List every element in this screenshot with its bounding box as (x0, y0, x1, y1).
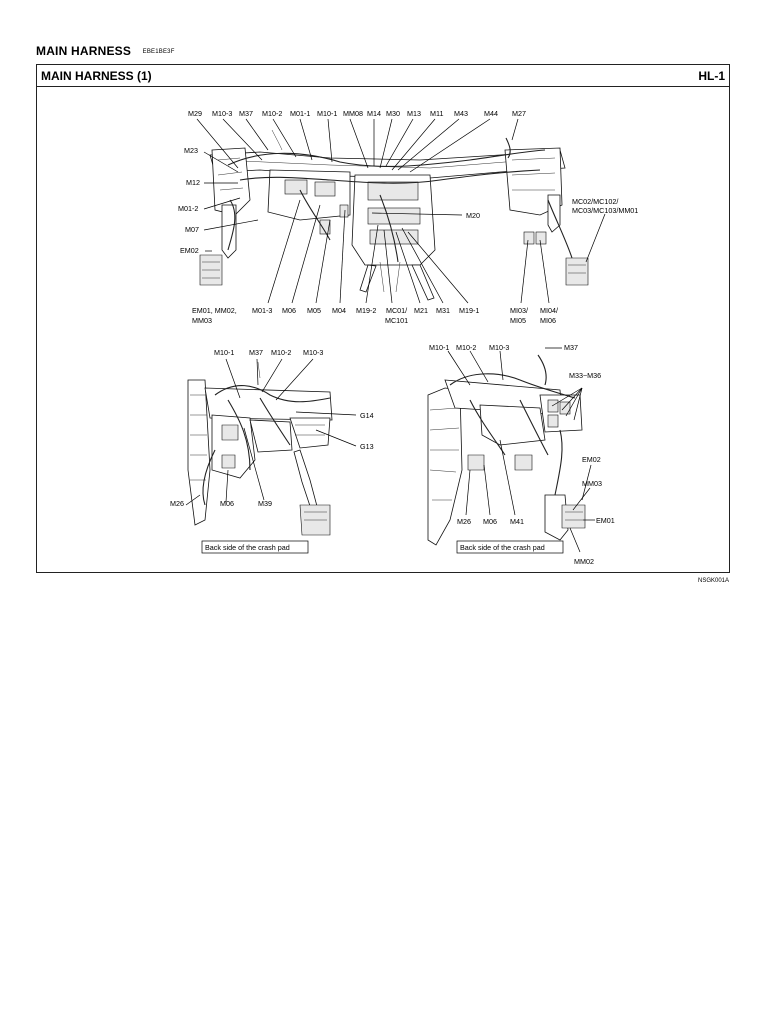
bottom-right-illustration (427, 354, 586, 546)
panel-section-code: HL-1 (698, 69, 725, 83)
caption-box-right (456, 540, 564, 554)
label-m12: M12 (186, 178, 200, 187)
label-mi06: MI06 (540, 316, 556, 325)
label-em01-mm02: EM01, MM02, (192, 306, 237, 315)
caption-box-left (201, 540, 309, 554)
label-em02: EM02 (180, 246, 199, 255)
label-m13: M13 (407, 109, 421, 118)
label-m43: M43 (454, 109, 468, 118)
label-mi03: MI03/ (510, 306, 528, 315)
label-bl-m26: M26 (170, 499, 184, 508)
label-m31: M31 (436, 306, 450, 315)
label-m20: M20 (466, 211, 480, 220)
label-mm03: MM03 (192, 316, 212, 325)
label-bl-m10-3: M10-3 (303, 348, 323, 357)
top-view-labels: M29 M10-3 M37 M10-2 M01-1 M10-1 MM08 M14… (178, 109, 638, 325)
label-br-m33-m36: M33~M36 (569, 371, 601, 380)
label-m44: M44 (484, 109, 498, 118)
label-m19-1: M19-1 (459, 306, 479, 315)
label-mm08: MM08 (343, 109, 363, 118)
label-br-m26: M26 (457, 517, 471, 526)
label-m37: M37 (239, 109, 253, 118)
label-br-mm03: MM03 (582, 479, 602, 488)
label-bl-m10-1: M10-1 (214, 348, 234, 357)
label-m10-1: M10-1 (317, 109, 337, 118)
label-mi04: MI04/ (540, 306, 558, 315)
label-m10-2: M10-2 (262, 109, 282, 118)
panel-title: MAIN HARNESS (1) (41, 69, 152, 83)
label-br-m10-3: M10-3 (489, 343, 509, 352)
label-bl-g14: G14 (360, 411, 374, 420)
section-heading-text: MAIN HARNESS (36, 44, 132, 58)
label-m11: M11 (430, 109, 443, 118)
caption-left: Back side of the crash pad (205, 543, 290, 552)
label-m21: M21 (414, 306, 428, 315)
section-heading: MAIN HARNESS EBE1BE3F (36, 44, 175, 58)
label-mc03: MC03/MC103/MM01 (572, 206, 638, 215)
label-m04: M04 (332, 306, 346, 315)
label-br-em01: EM01 (596, 516, 615, 525)
figure-code: NSGK001A (698, 578, 730, 584)
label-m27: M27 (512, 109, 526, 118)
label-m05: M05 (307, 306, 321, 315)
label-m06: M06 (282, 306, 296, 315)
label-br-m10-1: M10-1 (429, 343, 449, 352)
top-view-illustration (199, 129, 589, 301)
top-view-leaders (196, 118, 606, 304)
label-br-em02: EM02 (582, 455, 601, 464)
label-br-m10-2: M10-2 (456, 343, 476, 352)
label-br-mm02: MM02 (574, 557, 594, 566)
label-m23: M23 (184, 146, 198, 155)
bottom-right-leaders (447, 347, 595, 553)
bottom-left-labels: M10-1 M37 M10-2 M10-3 G14 G13 M26 M06 M3… (170, 348, 374, 554)
label-bl-m10-2: M10-2 (271, 348, 291, 357)
label-m01-3: M01-3 (252, 306, 272, 315)
label-m14: M14 (367, 109, 381, 118)
panel-header: MAIN HARNESS (1) HL-1 (37, 65, 729, 87)
label-br-m41: M41 (510, 517, 524, 526)
section-code: EBE1BE3F (142, 48, 175, 55)
diagram-panel: MAIN HARNESS (1) HL-1 (36, 64, 730, 573)
label-mc02: MC02/MC102/ (572, 197, 618, 206)
bottom-left-illustration (187, 361, 333, 536)
label-m30: M30 (386, 109, 400, 118)
label-mi05: MI05 (510, 316, 526, 325)
label-bl-m37: M37 (249, 348, 263, 357)
caption-right: Back side of the crash pad (460, 543, 545, 552)
label-m10-3: M10-3 (212, 109, 232, 118)
label-m01-1: M01-1 (290, 109, 310, 118)
label-br-m37: M37 (564, 343, 578, 352)
label-mc01: MC01/ (386, 306, 407, 315)
label-m07: M07 (185, 225, 199, 234)
label-bl-m06: M06 (220, 499, 234, 508)
label-br-m06: M06 (483, 517, 497, 526)
label-bl-m39: M39 (258, 499, 272, 508)
label-mc101: MC101 (385, 316, 408, 325)
label-bl-g13: G13 (360, 442, 374, 451)
label-m19-2: M19-2 (356, 306, 376, 315)
bottom-left-leaders (185, 358, 357, 506)
label-m29: M29 (188, 109, 202, 118)
label-m01-2: M01-2 (178, 204, 198, 213)
bottom-right-labels: M10-1 M10-2 M10-3 M37 M33~M36 EM02 MM03 … (429, 343, 615, 566)
